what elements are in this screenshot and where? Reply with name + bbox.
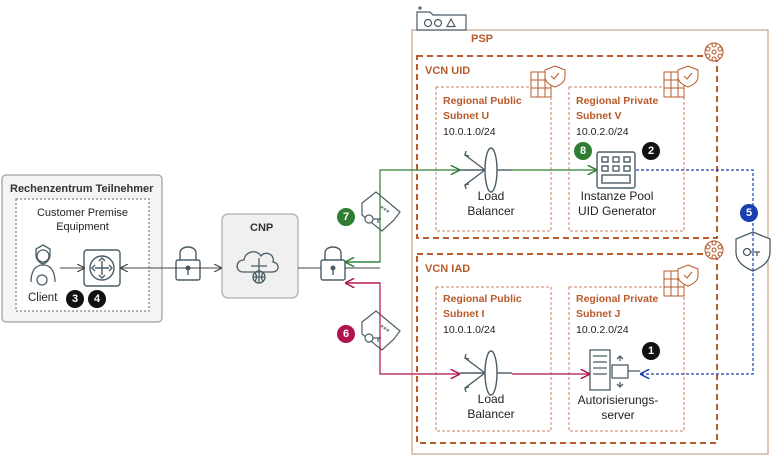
blue-flow-path <box>636 169 754 374</box>
subnet-v-box <box>568 86 685 232</box>
step-badge-5: 5 <box>740 204 758 222</box>
subnet-j-component: Autorisierungs-server <box>577 393 659 422</box>
subnet-j-security-icon <box>663 264 699 297</box>
subnet-u-component: Load Balancer <box>467 189 515 218</box>
step-badge-7: 7 <box>337 208 355 226</box>
vcn-iad-title: VCN IAD <box>425 263 471 275</box>
subnet-v-component: Instanze Pool UID Generator <box>577 189 657 218</box>
vcn-uid-box <box>416 55 718 239</box>
subnet-j-box <box>568 286 685 432</box>
cnp-title: CNP <box>250 222 274 234</box>
lock-right-icon <box>320 246 346 281</box>
token-tag-upper-icon: *** <box>361 191 401 232</box>
subnet-u-title: Regional Public Subnet U <box>443 95 522 122</box>
client-user-icon <box>30 244 56 286</box>
step-badge-3: 3 <box>66 290 84 308</box>
psp-folder-icon <box>416 6 467 31</box>
subnet-i-component: Load Balancer <box>467 392 515 421</box>
lock-left-icon <box>175 246 201 281</box>
psp-title: PSP <box>471 33 494 45</box>
step-badge-2: 2 <box>642 142 660 160</box>
step-badge-8: 8 <box>574 142 592 160</box>
subnet-j-title: Regional Private Subnet J <box>576 293 659 320</box>
subnet-i-box <box>435 286 552 432</box>
datacenter-title: Rechenzentrum Teilnehmer <box>10 183 154 195</box>
vcn-iad-network-icon <box>704 240 724 260</box>
subnet-i-title: Regional Public Subnet I <box>443 293 522 320</box>
subnet-i-cidr: 10.0.1.0/24 <box>443 324 496 336</box>
vcn-uid-title: VCN UID <box>425 65 471 77</box>
subnet-v-title: Regional Private Subnet V <box>576 95 659 122</box>
step-badge-1: 1 <box>642 342 660 360</box>
subnet-u-cidr: 10.0.1.0/24 <box>443 126 496 138</box>
token-tag-lower-icon: *** <box>361 310 401 351</box>
cnp-box <box>221 213 299 299</box>
vcn-iad-box <box>416 253 718 444</box>
load-balancer-uid-icon <box>460 147 512 193</box>
client-label: Client <box>28 292 58 304</box>
vcn-uid-network-icon <box>704 42 724 62</box>
subnet-v-cidr: 10.0.2.0/24 <box>576 126 629 138</box>
subnet-v-security-icon <box>663 65 699 98</box>
authorization-server-icon <box>589 349 640 391</box>
subnet-u-box <box>435 86 552 232</box>
instance-pool-icon <box>596 151 636 189</box>
step-badge-4: 4 <box>88 290 106 308</box>
subnet-u-security-icon <box>530 65 566 98</box>
subnet-j-cidr: 10.0.2.0/24 <box>576 324 629 336</box>
cpe-title: Customer Premise Equipment <box>36 207 129 233</box>
load-balancer-iad-icon <box>460 350 512 396</box>
cnp-cloud-icon <box>236 251 279 284</box>
step-badge-6: 6 <box>337 325 355 343</box>
router-icon <box>83 249 121 287</box>
